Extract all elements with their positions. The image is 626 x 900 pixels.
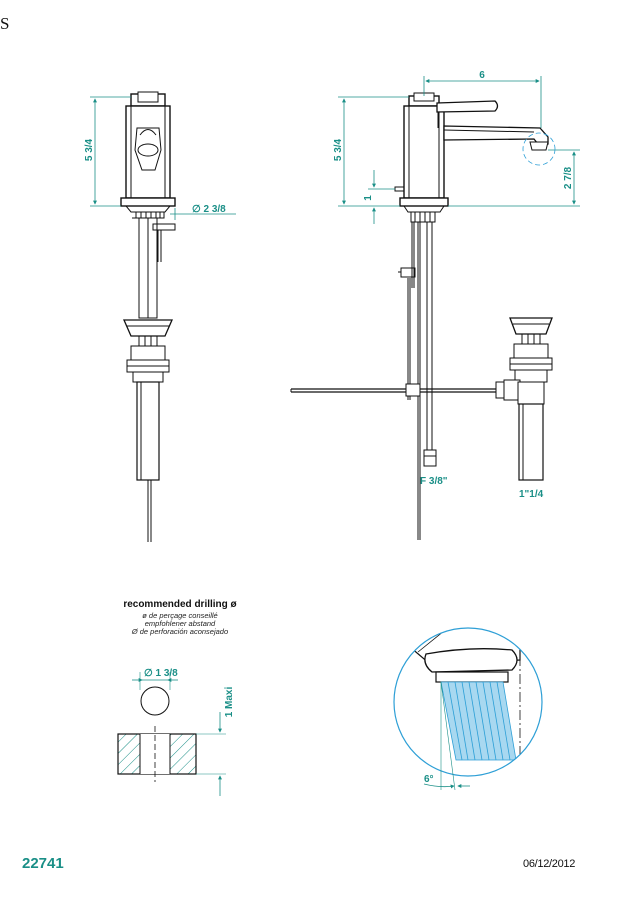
- front-view: [290, 92, 553, 540]
- product-code: 22741: [22, 855, 64, 872]
- corner-mark: S: [0, 14, 10, 33]
- side-height-label: 5 3/4: [84, 138, 95, 161]
- drilling-subtitle-de: empfohlener abstand: [144, 619, 216, 628]
- supply-label: F 3/8": [420, 476, 448, 487]
- front-height-label: 5 3/4: [333, 138, 344, 161]
- base-diameter-label: ∅ 2 3/8: [192, 204, 226, 215]
- drain-label: 1"1/4: [519, 489, 544, 500]
- drawing-date: 06/12/2012: [523, 858, 576, 870]
- lever-label: 1: [363, 195, 374, 201]
- thickness-label: 1 Maxi: [224, 686, 235, 717]
- front-view-dimensions: [338, 76, 580, 224]
- spout-height-label: 2 7/8: [563, 166, 574, 189]
- side-view: [120, 91, 176, 542]
- drilling-title: recommended drilling ø: [123, 599, 237, 610]
- reach-label: 6: [479, 70, 485, 81]
- aerator-detail: [393, 627, 543, 791]
- drilling-subtitle-es: Ø de perforación aconsejado: [131, 627, 229, 636]
- side-view-dimensions: [90, 96, 236, 220]
- hole-diameter-label: ∅ 1 3/8: [144, 668, 178, 679]
- drilling-subtitle-fr: ø de perçage conseillé: [142, 611, 218, 620]
- drilling-diagram: [117, 672, 226, 796]
- angle-label: 6°: [424, 774, 434, 785]
